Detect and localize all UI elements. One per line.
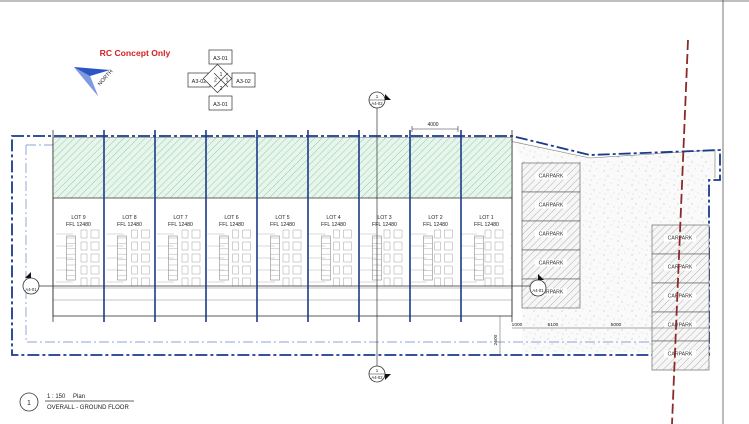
section-marker-top: 1 A4-02: [368, 91, 391, 109]
stair: [321, 235, 331, 281]
lot-ffl: FFL 12480: [270, 222, 295, 228]
lot-name: LOT 6: [224, 215, 238, 221]
view-type: Plan: [73, 394, 85, 400]
dimension-vertical: 2600: [493, 334, 499, 345]
dimension-top-value: 4000: [427, 122, 438, 128]
view-number: 1: [27, 400, 31, 407]
lot-ffl: FFL 12480: [423, 222, 448, 228]
party-walls: [52, 130, 513, 322]
site-boundary: [11, 135, 721, 356]
key-plan-quadrant: 2: [214, 78, 217, 84]
section-marker-ref: A4-01: [25, 287, 37, 292]
section-marker-ref: A4-02: [371, 101, 383, 106]
lot-ffl: FFL 12480: [117, 222, 142, 228]
dimension-d2: 5100: [548, 322, 559, 328]
carpark-label: CARPARK: [539, 203, 564, 209]
lot-name: LOT 4: [326, 215, 340, 221]
lot-ffl: FFL 12480: [168, 222, 193, 228]
section-marker-num: 1: [376, 368, 379, 373]
key-plan: A3-01 A3-02 A3-02 A3-01 1 2 1 2: [187, 49, 256, 111]
section-marker-bottom: 1 A4-02: [368, 365, 391, 383]
carpark-label: CARPARK: [668, 294, 693, 300]
carpark-label: CARPARK: [539, 261, 564, 267]
stair: [423, 235, 433, 281]
carpark-label: CARPARK: [668, 265, 693, 271]
lot-name: LOT 3: [377, 215, 391, 221]
lot-ffl: FFL 12480: [66, 222, 91, 228]
carpark-column: CARPARK CARPARK CARPARK CARPARK CARPARK: [521, 162, 581, 309]
dimension-top: 4000: [411, 122, 459, 132]
key-plan-bottom: A3-01: [213, 102, 228, 108]
view-name: OVERALL - GROUND FLOOR: [47, 405, 129, 411]
key-plan-quadrant: 2: [220, 86, 223, 92]
section-marker-ref: A4-02: [371, 375, 383, 380]
stair: [66, 235, 76, 281]
carpark-label: CARPARK: [539, 174, 564, 180]
north-arrow-icon: NORTH: [74, 67, 115, 96]
carpark-label: CARPARK: [668, 352, 693, 358]
stair: [168, 235, 178, 281]
dimension-d1: 1000: [512, 322, 523, 328]
lot-ffl: FFL 12480: [474, 222, 499, 228]
stair: [270, 235, 280, 281]
lot-name: LOT 9: [71, 215, 85, 221]
easement-line: [671, 39, 689, 424]
landscaping: [53, 138, 512, 198]
lot-ffl: FFL 12480: [321, 222, 346, 228]
key-plan-top: A3-01: [213, 56, 228, 62]
section-marker-num: 1: [376, 94, 379, 99]
lot-ffl: FFL 12480: [372, 222, 397, 228]
stair: [117, 235, 127, 281]
carpark-label: CARPARK: [668, 323, 693, 329]
carpark-label: CARPARK: [539, 232, 564, 238]
lot-name: LOT 2: [428, 215, 442, 221]
carpark-label: CARPARK: [539, 290, 564, 296]
title-block: 1 1 : 150 Plan OVERALL - GROUND FLOOR: [19, 392, 134, 412]
concept-label: RC Concept Only: [100, 48, 171, 58]
key-plan-quadrant: 1: [226, 78, 229, 84]
key-plan-left: A3-02: [192, 79, 207, 85]
key-plan-right: A3-02: [236, 79, 251, 85]
stair: [474, 235, 484, 281]
view-scale: 1 : 150: [47, 394, 66, 400]
lot-name: LOT 7: [173, 215, 187, 221]
lot-ffl: FFL 12480: [219, 222, 244, 228]
lot-name: LOT 5: [275, 215, 289, 221]
stair: [219, 235, 229, 281]
lot-name: LOT 8: [122, 215, 136, 221]
key-plan-quadrant: 1: [220, 72, 223, 78]
section-marker-ref: A4-01: [532, 288, 544, 293]
section-marker-left: A4-01: [22, 272, 40, 295]
lot-name: LOT 1: [479, 215, 493, 221]
section-marker-right: A4-01: [529, 274, 547, 297]
dimension-d3: 5000: [611, 322, 622, 328]
